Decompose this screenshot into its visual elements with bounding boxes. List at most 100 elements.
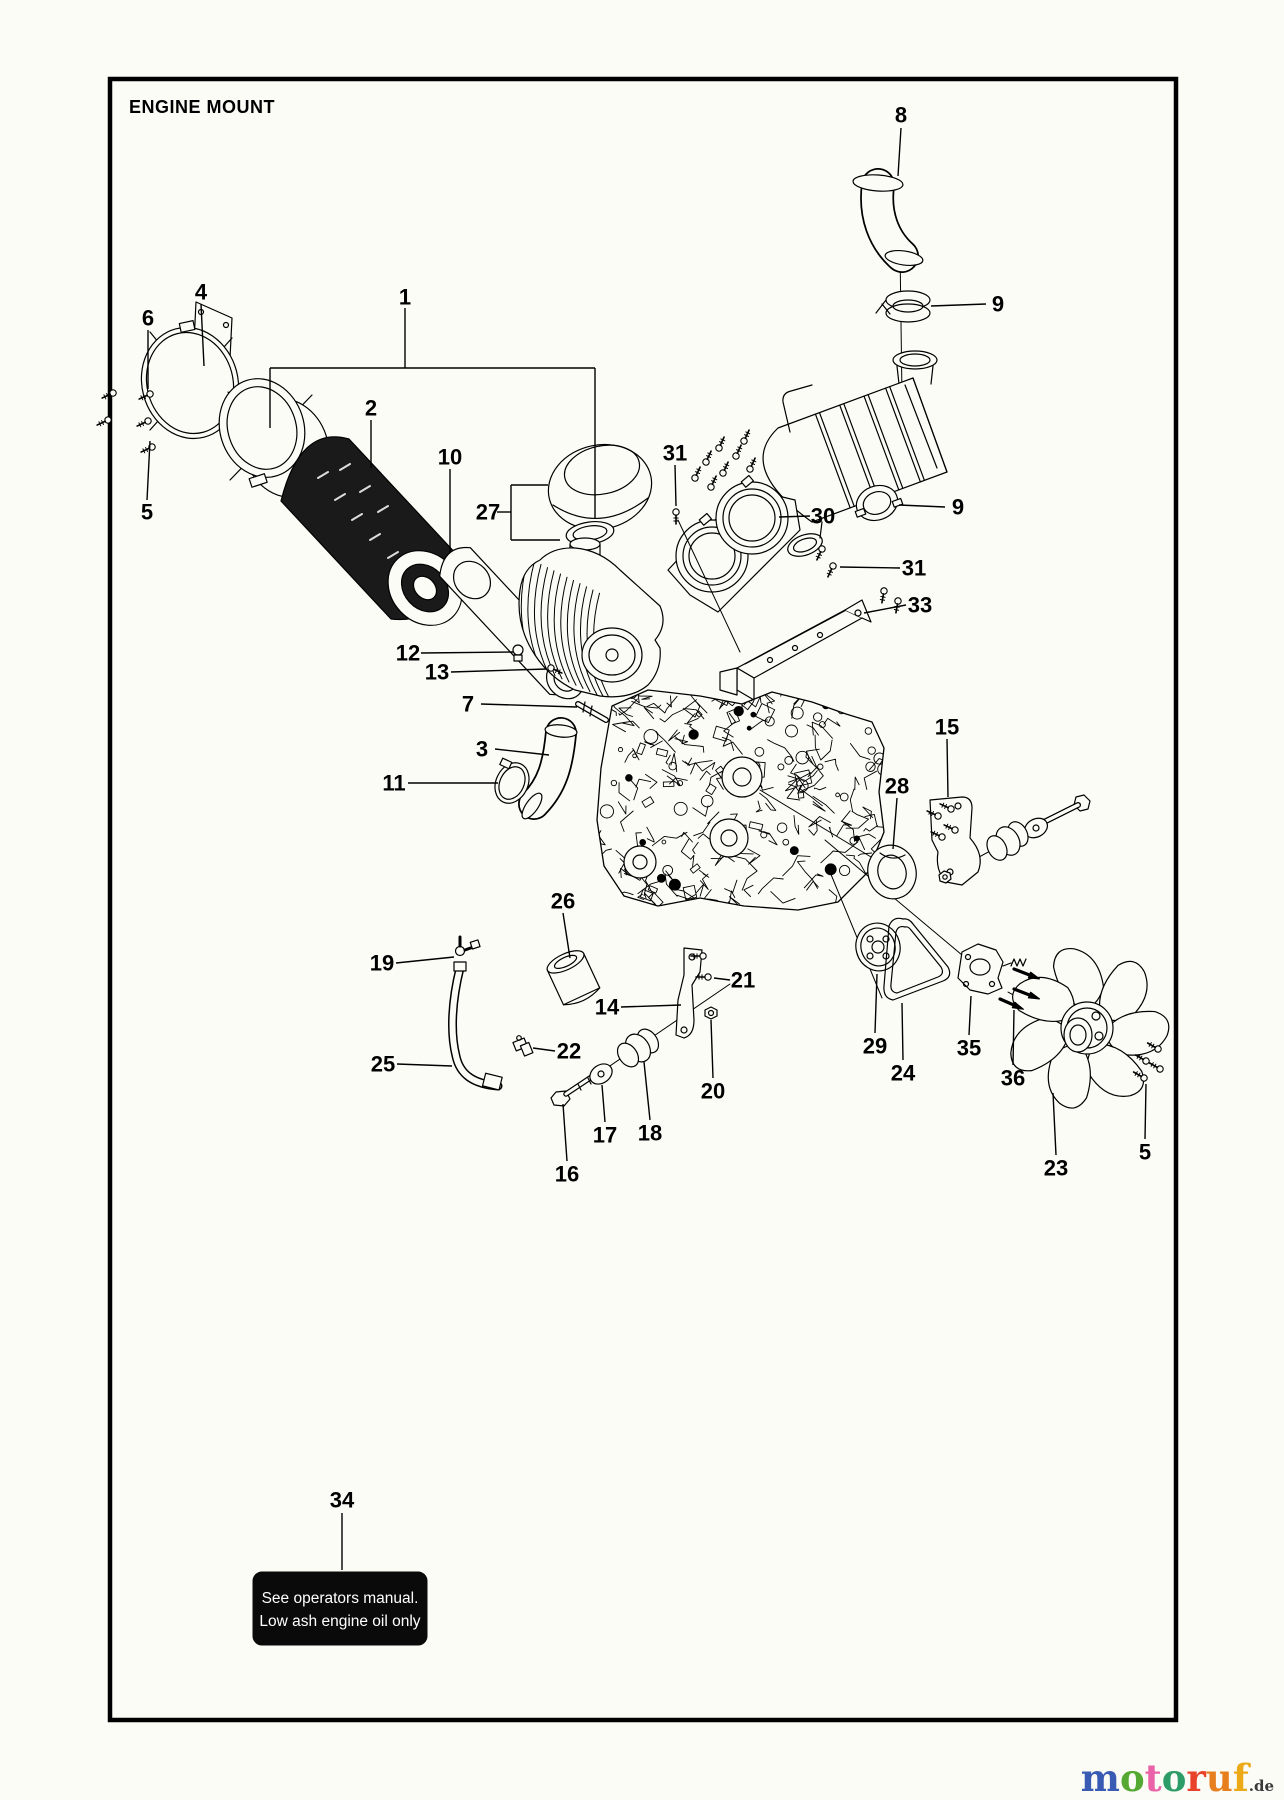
engine-block [596,689,885,911]
callout-1: 1 [269,285,596,518]
callout-10: 10 [438,445,462,552]
muffler-bracket [719,599,872,701]
callout-leader-line [892,797,898,850]
callout-27: 27 [476,484,560,541]
callout-number: 31 [663,441,687,466]
callout-number: 25 [371,1052,395,1077]
hose-fitting-22 [512,1035,534,1057]
drive-belt [883,917,951,1001]
callout-5: 5 [1139,1083,1151,1165]
screw-icon [547,664,563,675]
screw-icon [732,444,743,460]
callout-11: 11 [382,771,498,796]
callout-5: 5 [141,440,153,525]
callout-9: 9 [898,495,964,520]
callout-number: 35 [957,1036,981,1061]
callout-number: 18 [638,1121,662,1146]
bolt-arrow-icon [1012,967,1041,980]
callout-leader-line [778,515,811,518]
callout-number: 24 [891,1061,916,1086]
callout-number: 9 [952,495,964,520]
callout-number: 6 [142,306,154,331]
callout-31: 31 [839,556,926,581]
callout-19: 19 [370,951,455,976]
callout-leader-line [901,1002,904,1061]
callout-number: 36 [1001,1066,1025,1091]
callout-leader-line [620,1004,682,1008]
screw-icon [702,450,713,466]
screw-icon [1148,1062,1164,1073]
logo-letter: m [1081,1756,1120,1800]
callout-35: 35 [957,995,981,1061]
callout-leader-line [839,566,901,569]
callout-leader-line [494,748,550,756]
callout-number: 8 [895,103,907,128]
fan-blade [1012,976,1075,1023]
hose-clamp-11 [494,757,530,804]
mount-bolt [1037,794,1091,827]
mount-bracket-14 [675,947,703,1039]
screw-icon [1132,1071,1148,1082]
callout-leader-line [532,1047,556,1052]
callout-leader-line [643,1061,651,1121]
screw-icon [96,416,112,427]
callout-9: 9 [930,292,1004,317]
oil-hose [448,961,503,1091]
callout-14: 14 [595,995,682,1020]
callout-36: 36 [1001,1009,1025,1091]
mount-bracket-15 [929,796,981,886]
callout-number: 9 [992,292,1004,317]
callout-number: 26 [551,889,575,914]
callout-4: 4 [195,280,208,367]
diagram-art [96,168,1170,1109]
callout-leader-line [450,668,548,673]
bolt-arrow-icon [1012,987,1041,1000]
callout-28: 28 [885,774,909,850]
screw-icon [707,475,718,491]
callout-number: 27 [476,500,500,525]
screw-icon [695,973,712,981]
callout-leader-line [674,464,677,507]
callout-7: 7 [462,692,578,717]
callout-20: 20 [701,1019,725,1104]
callout-6: 6 [142,306,154,389]
callout-23: 23 [1044,1092,1068,1181]
callout-33: 33 [863,593,932,618]
callout-number: 22 [557,1039,581,1064]
callout-leader-line [863,604,907,614]
logo-letter: r [1186,1756,1206,1800]
callout-leader-line [480,703,578,708]
callout-number: 7 [462,692,474,717]
callout-leader-line [874,973,878,1034]
callout-number: 10 [438,445,462,470]
logo-letter: t [1145,1756,1162,1800]
callout-number: 4 [195,280,208,305]
screw-icon [672,508,680,525]
grease-fitting [512,644,524,662]
screw-icon [926,809,942,820]
callout-18: 18 [638,1061,662,1146]
callout-leader-line [200,303,205,367]
callout-number: 29 [863,1034,887,1059]
exhaust-clamp-lower [854,484,904,522]
screw-icon [939,802,955,813]
logo-letter: o [1162,1756,1187,1800]
screw-icon [136,417,152,428]
callout-leader-line [420,651,514,654]
exhaust-clamp-upper [875,290,931,323]
callout-leader-line [395,956,455,964]
callout-leader-line [1144,1083,1147,1140]
callout-number: 11 [382,771,405,796]
screw-icon [101,389,117,400]
logo-letter: u [1206,1756,1233,1800]
callout-leader-line [968,995,972,1036]
callout-number: 31 [902,556,926,581]
callout-17: 17 [593,1084,617,1148]
bolt-arrow-icon [998,997,1024,1010]
motoruf-logo[interactable]: motoruf.de [1081,1756,1274,1800]
water-pump [957,943,1027,995]
callout-2: 2 [365,396,377,468]
screw-icon [740,429,751,445]
